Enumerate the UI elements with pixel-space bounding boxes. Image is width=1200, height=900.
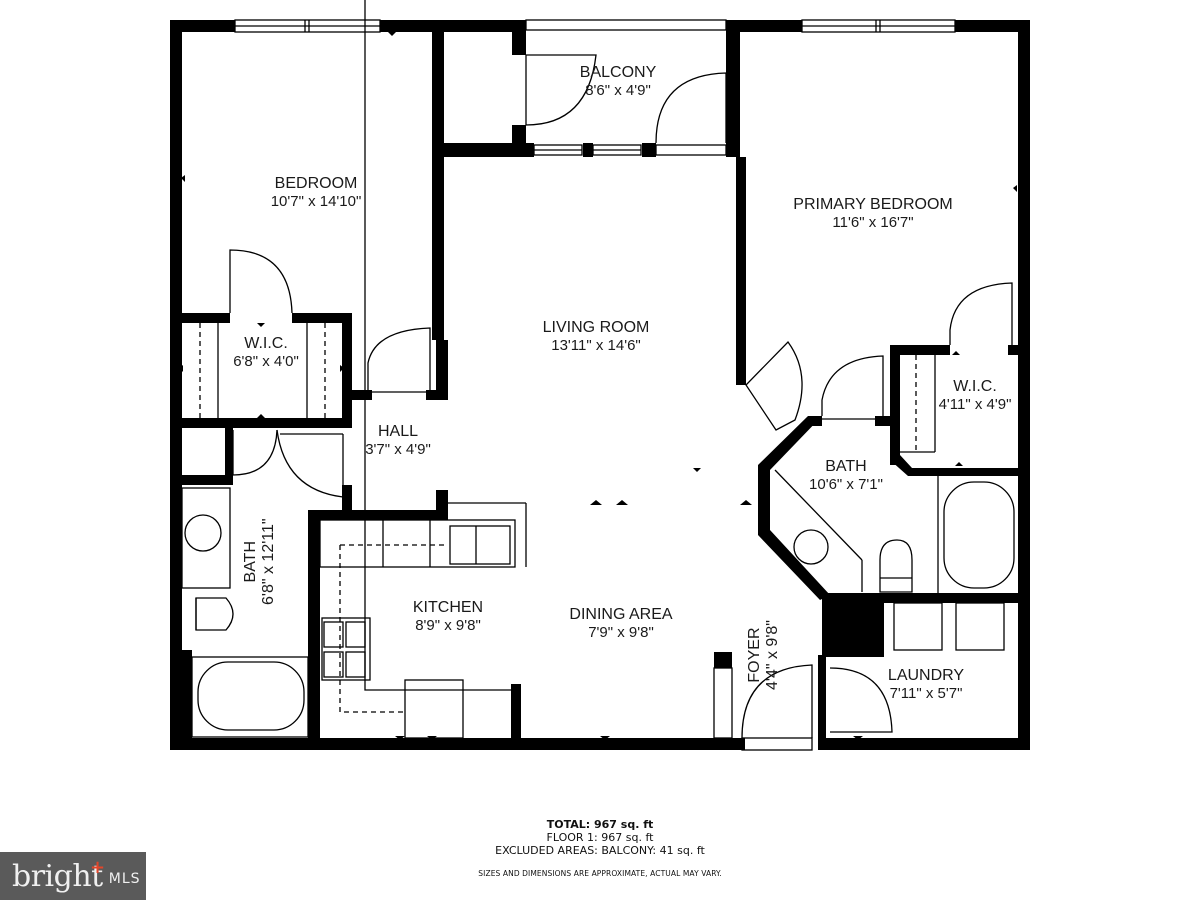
room-label-dining-area: DINING AREA 7'9" x 9'8" xyxy=(569,605,672,642)
bright-mls-logo: bright+ MLS xyxy=(0,852,146,900)
room-name: W.I.C. xyxy=(953,378,997,395)
room-label-primary-bath: BATH 10'6" x 7'1" xyxy=(809,457,883,494)
room-dimensions: 6'8" x 12'11" xyxy=(260,518,278,605)
dimension-markers xyxy=(179,32,1017,740)
room-label-left-bath: BATH 6'8" x 12'11" xyxy=(242,518,279,605)
room-dimensions: 8'6" x 4'9" xyxy=(585,82,651,100)
logo-wordmark: bright+ xyxy=(12,856,105,894)
room-label-hall: HALL 3'7" x 4'9" xyxy=(365,422,431,459)
area-summary: TOTAL: 967 sq. ft FLOOR 1: 967 sq. ft EX… xyxy=(0,818,1200,878)
room-dimensions: 7'9" x 9'8" xyxy=(588,624,654,642)
room-name: HALL xyxy=(377,423,419,440)
room-label-primary-bedroom: PRIMARY BEDROOM 11'6" x 16'7" xyxy=(793,195,952,232)
logo-plus-icon: + xyxy=(90,856,105,878)
room-label-laundry: LAUNDRY 7'11" x 5'7" xyxy=(888,666,964,703)
room-dimensions: 10'6" x 7'1" xyxy=(809,476,883,494)
room-name: PRIMARY BEDROOM xyxy=(793,196,953,213)
room-label-living-room: LIVING ROOM 13'11" x 14'6" xyxy=(543,318,650,355)
room-name: DINING AREA xyxy=(569,606,673,623)
room-dimensions: 7'11" x 5'7" xyxy=(889,685,963,703)
room-name: FOYER xyxy=(746,627,763,683)
room-dimensions: 4'11" x 4'9" xyxy=(938,396,1012,414)
room-label-wic-right: W.I.C. 4'11" x 4'9" xyxy=(939,377,1012,414)
room-name: LIVING ROOM xyxy=(542,319,650,336)
room-name: KITCHEN xyxy=(412,599,484,616)
room-name: LAUNDRY xyxy=(887,667,965,684)
room-dimensions: 8'9" x 9'8" xyxy=(415,617,481,635)
room-name: BATH xyxy=(242,540,259,583)
room-dimensions: 6'8" x 4'0" xyxy=(233,353,299,371)
room-dimensions: 13'11" x 14'6" xyxy=(551,337,641,355)
logo-suffix: MLS xyxy=(108,871,141,887)
fixtures xyxy=(181,0,1015,751)
room-name: W.I.C. xyxy=(244,335,288,352)
room-dimensions: 11'6" x 16'7" xyxy=(832,214,914,232)
room-dimensions: 4'4" x 9'8" xyxy=(764,620,782,690)
room-name: BEDROOM xyxy=(274,175,358,192)
logo-word: bright xyxy=(12,858,103,894)
room-label-wic-left: W.I.C. 6'8" x 4'0" xyxy=(233,334,299,371)
room-label-balcony: BALCONY 8'6" x 4'9" xyxy=(580,63,656,100)
room-label-bedroom: BEDROOM 10'7" x 14'10" xyxy=(271,174,362,211)
room-name: BATH xyxy=(825,458,867,475)
room-dimensions: 10'7" x 14'10" xyxy=(270,193,362,211)
disclaimer: SIZES AND DIMENSIONS ARE APPROXIMATE, AC… xyxy=(478,869,722,878)
room-label-kitchen: KITCHEN 8'9" x 9'8" xyxy=(413,598,483,635)
room-dimensions: 3'7" x 4'9" xyxy=(365,441,431,459)
room-name: BALCONY xyxy=(579,64,657,81)
excluded-areas: EXCLUDED AREAS: BALCONY: 41 sq. ft xyxy=(495,844,705,857)
floor-1-area: FLOOR 1: 967 sq. ft xyxy=(546,831,654,844)
total-area: TOTAL: 967 sq. ft xyxy=(546,818,654,831)
walls xyxy=(170,20,1030,750)
room-label-foyer: FOYER 4'4" x 9'8" xyxy=(746,620,783,690)
